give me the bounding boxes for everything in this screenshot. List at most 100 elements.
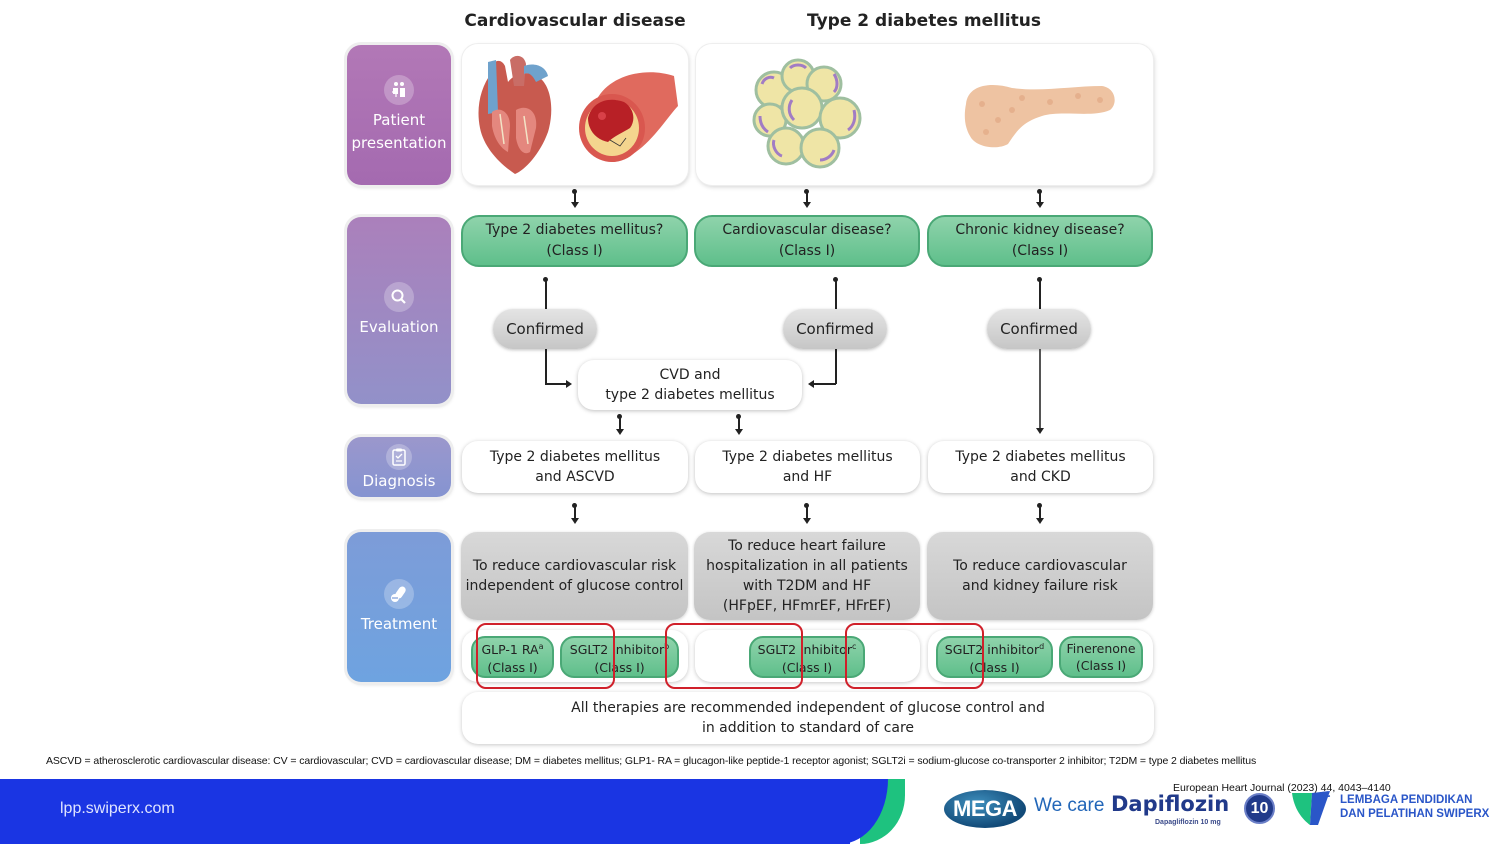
connector-line bbox=[814, 383, 836, 385]
drug-name: SGLT2 inhibitor bbox=[944, 642, 1040, 658]
goal-line: To reduce cardiovascular risk bbox=[472, 558, 677, 574]
connector-line bbox=[619, 415, 621, 429]
stage-label: Evaluation bbox=[359, 318, 439, 336]
connector-line bbox=[1039, 504, 1041, 518]
diagnosis-line: Type 2 diabetes mellitus bbox=[722, 449, 893, 465]
stage-evaluation: Evaluation bbox=[347, 217, 451, 404]
evaluation-class: (Class I) bbox=[1011, 243, 1069, 259]
drug-class: (Class I) bbox=[594, 659, 645, 675]
drug-class: (Class I) bbox=[969, 659, 1020, 675]
connector-line bbox=[574, 504, 576, 518]
merge-box-cvd-t2dm: CVD and type 2 diabetes mellitus bbox=[578, 360, 802, 410]
dapiflozin-brand: Dapiflozin bbox=[1111, 792, 1230, 816]
pills-icon bbox=[384, 578, 414, 609]
footer-url-link[interactable]: lpp.swiperx.com bbox=[60, 800, 175, 817]
panel-diabetes-images bbox=[696, 44, 1153, 185]
stage-treatment: Treatment bbox=[347, 532, 451, 682]
connector-line bbox=[806, 190, 808, 202]
connector-line bbox=[738, 415, 740, 429]
heart-illustration bbox=[478, 55, 552, 174]
connector-line bbox=[545, 383, 567, 385]
evaluation-question: Type 2 diabetes mellitus? bbox=[485, 222, 664, 238]
diagnosis-box-ckd: Type 2 diabetes mellitus and CKD bbox=[928, 441, 1153, 493]
goal-line: hospitalization in all patients bbox=[706, 558, 908, 574]
arrow-down-icon bbox=[803, 202, 811, 208]
diagnosis-line: and CKD bbox=[1010, 469, 1071, 485]
merge-line: type 2 diabetes mellitus bbox=[605, 387, 775, 403]
arrow-right-icon bbox=[566, 380, 572, 388]
we-care-tagline: We care bbox=[1034, 795, 1105, 816]
connector-line bbox=[1039, 279, 1041, 309]
drug-name: GLP-1 RA bbox=[481, 642, 539, 658]
drug-class: (Class I) bbox=[781, 659, 833, 675]
evaluation-class: (Class I) bbox=[546, 243, 603, 259]
highlight-annotation bbox=[665, 623, 803, 689]
stage-diagnosis: Diagnosis bbox=[347, 437, 451, 497]
diagnosis-box-hf: Type 2 diabetes mellitus and HF bbox=[695, 441, 920, 493]
connector-line bbox=[574, 190, 576, 202]
patient-doctor-icon bbox=[384, 75, 414, 105]
arrow-down-icon bbox=[616, 429, 624, 435]
note-line: in addition to standard of care bbox=[701, 720, 915, 736]
highlight-annotation bbox=[476, 623, 615, 689]
footnote-marker: d bbox=[1039, 642, 1045, 652]
abbreviations-footnote: ASCVD = atherosclerotic cardiovascular d… bbox=[46, 755, 1257, 767]
mega-logo: MEGA bbox=[944, 790, 1026, 828]
standard-of-care-note: All therapies are recommended independen… bbox=[462, 692, 1154, 744]
connector-line bbox=[806, 504, 808, 518]
connector-line bbox=[835, 279, 837, 309]
connector-line bbox=[835, 349, 837, 384]
merge-line: CVD and bbox=[659, 367, 721, 383]
connector-line bbox=[545, 349, 547, 384]
arrow-down-icon bbox=[571, 202, 579, 208]
arrow-down-icon bbox=[1036, 518, 1044, 524]
adipocyte-cluster-illustration bbox=[752, 58, 862, 169]
arrow-down-icon bbox=[735, 429, 743, 435]
footer-band bbox=[0, 779, 850, 844]
stage-label: presentation bbox=[351, 134, 447, 152]
goal-line: To reduce heart failure bbox=[728, 538, 886, 554]
goal-line: and kidney failure risk bbox=[962, 578, 1118, 594]
connector-line bbox=[545, 279, 547, 309]
pancreas-illustration bbox=[964, 85, 1115, 148]
arrow-down-icon bbox=[1036, 202, 1044, 208]
evaluation-box-t2dm: Type 2 diabetes mellitus? (Class I) bbox=[461, 215, 688, 267]
drug-class: (Class I) bbox=[1075, 658, 1127, 673]
arrow-left-icon bbox=[808, 380, 814, 388]
drug-name: SGLT2 inhibitor bbox=[757, 642, 852, 658]
footnote-marker: c bbox=[851, 642, 857, 652]
drug-pill-finerenone: Finerenone (Class I) bbox=[1059, 636, 1143, 678]
panel-cardiovascular-images bbox=[462, 44, 688, 185]
note-line: All therapies are recommended independen… bbox=[571, 700, 1045, 716]
connector-line bbox=[1039, 349, 1041, 429]
clipboard-icon bbox=[386, 444, 412, 470]
goal-line: with T2DM and HF bbox=[742, 578, 872, 594]
dose-badge: 10 bbox=[1244, 793, 1275, 824]
column-title-diabetes: Type 2 diabetes mellitus bbox=[807, 11, 1041, 31]
diagnosis-line: Type 2 diabetes mellitus bbox=[489, 449, 661, 465]
confirmed-badge-ckd: Confirmed bbox=[987, 309, 1091, 349]
diagnosis-line: and ASCVD bbox=[535, 469, 615, 485]
diagnosis-line: Type 2 diabetes mellitus bbox=[955, 449, 1126, 465]
diagnosis-box-ascvd: Type 2 diabetes mellitus and ASCVD bbox=[462, 441, 688, 493]
diagnosis-line: and HF bbox=[782, 469, 833, 485]
goal-box-ascvd: To reduce cardiovascular risk independent… bbox=[461, 532, 688, 620]
evaluation-box-ckd: Chronic kidney disease? (Class I) bbox=[927, 215, 1153, 267]
evaluation-question: Cardiovascular disease? bbox=[722, 222, 892, 238]
highlight-annotation bbox=[845, 623, 984, 689]
drug-pill-glp1ra: GLP-1 RAa (Class I) bbox=[471, 636, 554, 678]
footnote-marker: a bbox=[538, 642, 544, 652]
drug-name: Finerenone bbox=[1066, 641, 1136, 656]
goal-line: To reduce cardiovascular bbox=[953, 558, 1127, 574]
magnifier-icon bbox=[384, 282, 414, 312]
arrow-down-icon bbox=[571, 518, 579, 524]
journal-reference: European Heart Journal (2023) 44, 4043–4… bbox=[1173, 782, 1391, 794]
connector-line bbox=[1039, 190, 1041, 202]
stage-patient-presentation: Patient presentation bbox=[347, 45, 451, 185]
institution-name: LEMBAGA PENDIDIKAN DAN PELATIHAN SWIPERX bbox=[1340, 793, 1489, 821]
evaluation-box-cvd: Cardiovascular disease?(Class I) bbox=[694, 215, 920, 267]
evaluation-question: Chronic kidney disease? bbox=[955, 222, 1125, 238]
swiperx-shield-icon bbox=[1292, 791, 1331, 825]
goal-line: independent of glucose control bbox=[465, 578, 684, 594]
goal-box-ckd: To reduce cardiovascular and kidney failu… bbox=[927, 532, 1153, 620]
